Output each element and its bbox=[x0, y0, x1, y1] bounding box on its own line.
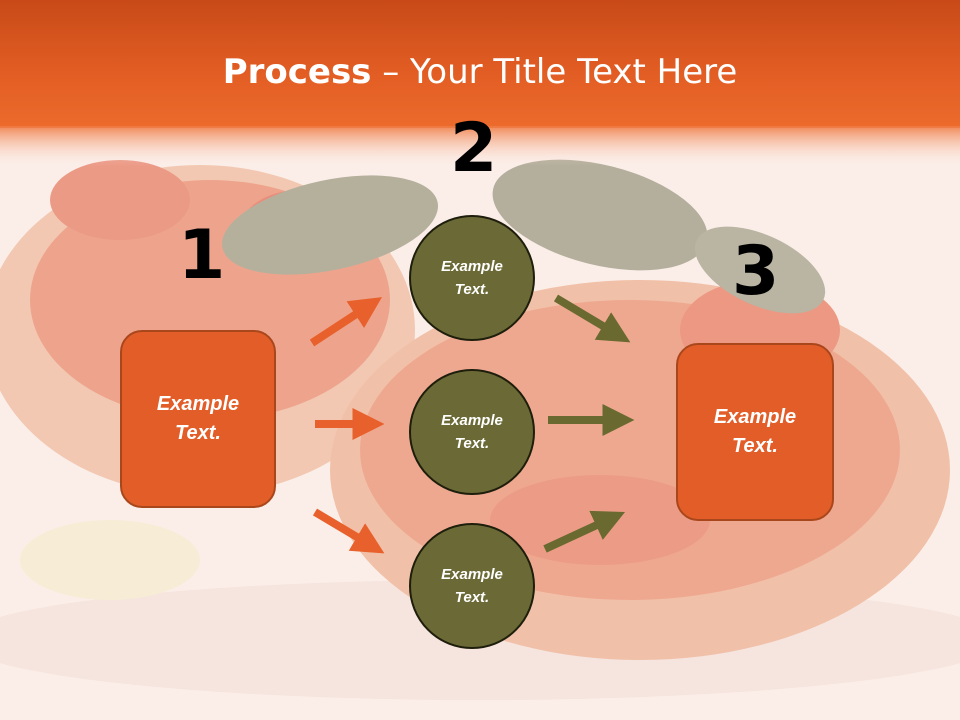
page-title: Process – Your Title Text Here bbox=[0, 52, 960, 92]
node-circle-1-text: Example Text. bbox=[441, 258, 503, 298]
arrow-1-to-node-1 bbox=[309, 297, 383, 347]
step-box-3-text: Example Text. bbox=[713, 406, 797, 457]
node-circle-2-text: Example Text. bbox=[441, 412, 503, 452]
arrow-node-1-to-3 bbox=[553, 294, 631, 343]
arrow-1-to-node-3 bbox=[312, 508, 385, 554]
title-bold: Process bbox=[222, 52, 372, 92]
step-box-3: Example Text. bbox=[676, 343, 834, 521]
step-box-1: Example Text. bbox=[120, 330, 276, 508]
title-rest: – Your Title Text Here bbox=[371, 52, 738, 92]
step-number-1: 1 bbox=[178, 216, 226, 295]
step-box-1-text: Example Text. bbox=[156, 393, 240, 444]
arrow-node-3-to-3 bbox=[543, 510, 626, 553]
node-circle-2: Example Text. bbox=[409, 369, 535, 495]
node-circle-1: Example Text. bbox=[409, 215, 535, 341]
step-number-2: 2 bbox=[450, 109, 498, 188]
step-number-3: 3 bbox=[732, 232, 780, 311]
node-circle-3: Example Text. bbox=[409, 523, 535, 649]
node-circle-3-text: Example Text. bbox=[441, 566, 503, 606]
